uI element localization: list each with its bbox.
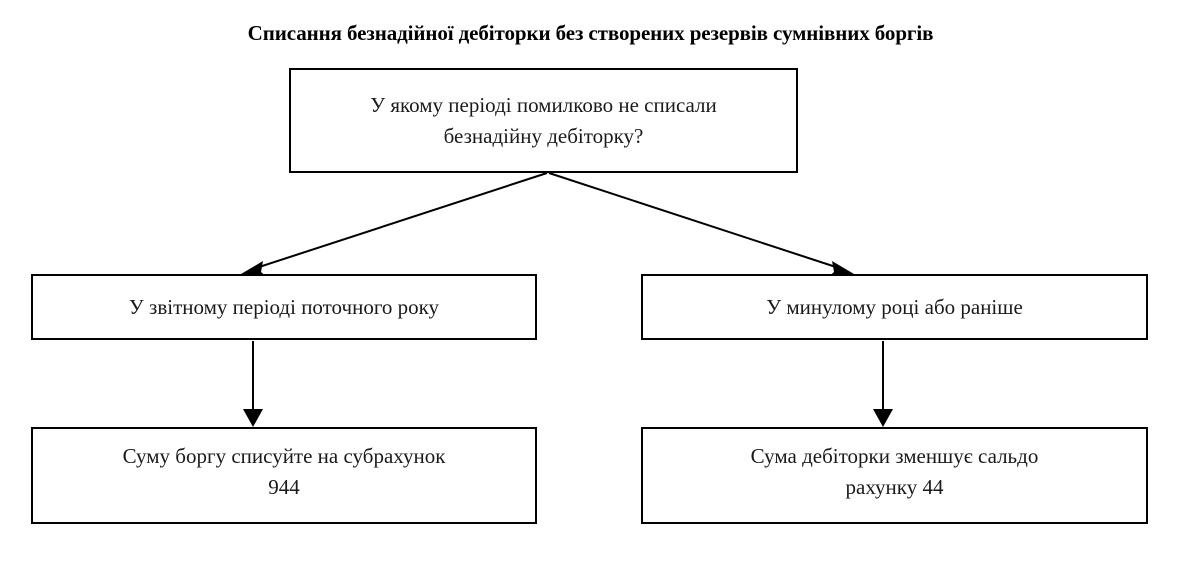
node-prior-year-period: У минулому році або раніше [641, 274, 1148, 340]
edge-question-to-current [241, 172, 548, 278]
node-current-year-period: У звітному періоді поточного року [31, 274, 537, 340]
node-reduce-account-44-balance-label: Сума дебіторки зменшує сальдо рахунку 44 [750, 443, 1039, 499]
edge-question-to-prior [548, 172, 854, 278]
node-prior-year-period-label: У минулому році або раніше [766, 294, 1023, 319]
page-title: Списання безнадійної дебіторки без створ… [247, 21, 934, 45]
edge-current-to-subaccount [243, 341, 263, 427]
node-question-period-label: У якому періоді помилково не списали без… [370, 92, 717, 148]
edge-prior-to-balance [873, 341, 893, 427]
node-question-period: У якому періоді помилково не списали без… [289, 68, 798, 173]
node-writeoff-subaccount-944: Суму боргу списуйте на субрахунок 944 [31, 427, 537, 524]
node-writeoff-subaccount-944-label: Суму боргу списуйте на субрахунок 944 [122, 443, 446, 499]
node-reduce-account-44-balance: Сума дебіторки зменшує сальдо рахунку 44 [641, 427, 1148, 524]
node-current-year-period-label: У звітному періоді поточного року [128, 294, 440, 319]
